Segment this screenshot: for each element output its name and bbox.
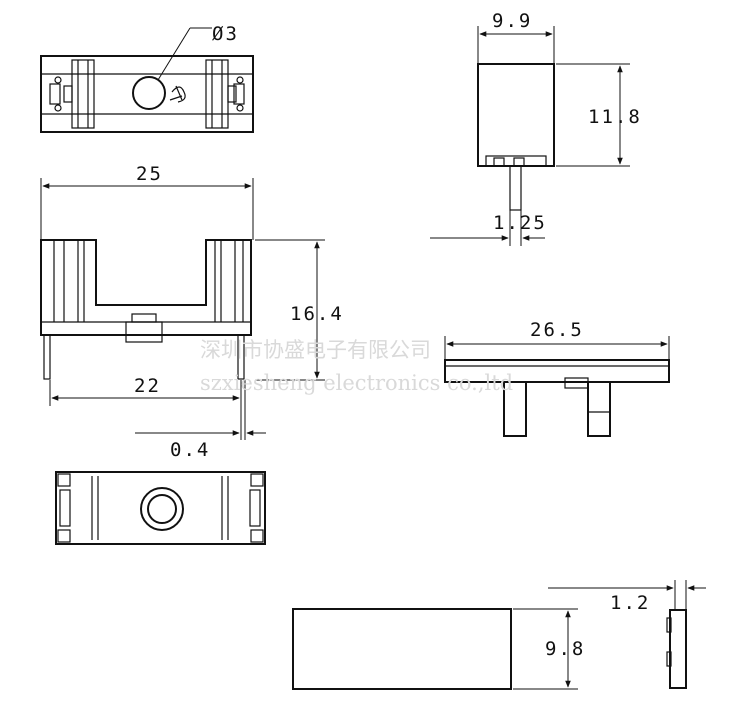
watermark-cn: 深圳市协盛电子有限公司 xyxy=(200,338,431,362)
logo-mark-icon xyxy=(169,85,186,103)
dim-length-26-5: 26.5 xyxy=(530,319,584,341)
fuse-profile-view xyxy=(444,359,670,437)
dim-width-9-8: 9.8 xyxy=(545,638,585,660)
top-view xyxy=(40,27,254,133)
mounting-hole xyxy=(132,76,166,110)
fuse-cap-front-view xyxy=(292,608,512,690)
side-view xyxy=(477,63,555,211)
dim-height-16-4: 16.4 xyxy=(290,303,344,325)
bottom-view xyxy=(55,471,266,545)
dim-length-25: 25 xyxy=(136,163,163,185)
dim-pin-thickness-0-4: 0.4 xyxy=(170,439,210,461)
dim-pin-width-1-25: 1.25 xyxy=(493,212,547,234)
front-view xyxy=(40,239,252,380)
fuse-cap-side-view xyxy=(666,609,687,689)
dim-pin-spacing-22: 22 xyxy=(134,375,161,397)
watermark-en: szxiesheng electronics co.,ltd xyxy=(200,371,513,395)
dim-thickness-1-2: 1.2 xyxy=(610,592,650,614)
dim-width-9-9: 9.9 xyxy=(492,10,532,32)
dim-height-11-8: 11.8 xyxy=(588,106,642,128)
dim-hole-diameter: Ø3 xyxy=(212,23,239,45)
